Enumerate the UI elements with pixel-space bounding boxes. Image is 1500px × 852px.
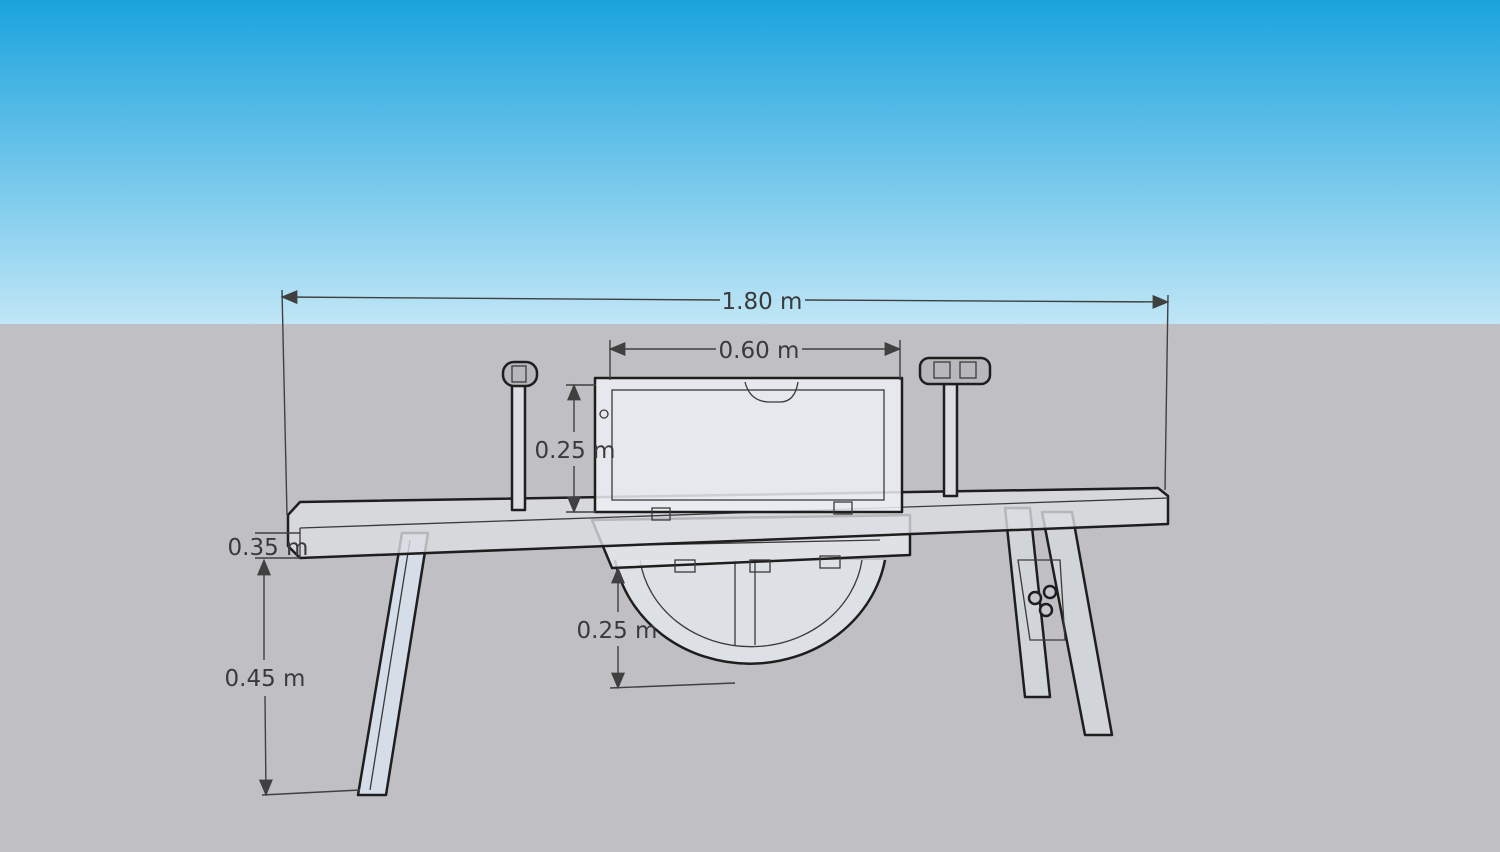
sky-background bbox=[0, 0, 1500, 324]
dimension-box-height[interactable]: 0.25 m bbox=[535, 383, 616, 514]
dimension-label: 1.80 m bbox=[722, 289, 803, 315]
right-post bbox=[918, 356, 992, 498]
left-post bbox=[501, 360, 539, 512]
dimension-label: 0.60 m bbox=[719, 338, 800, 364]
dimension-label: 0.25 m bbox=[535, 438, 616, 464]
wheel bbox=[613, 559, 887, 665]
dimension-wheel-depth[interactable]: 0.25 m bbox=[577, 566, 736, 690]
dimension-box-width[interactable]: 0.60 m bbox=[608, 338, 902, 380]
top-box bbox=[593, 376, 904, 521]
dimension-label: 0.45 m bbox=[225, 666, 306, 692]
dimension-overall-length[interactable]: 1.80 m bbox=[280, 289, 1170, 516]
dimension-label: 0.25 m bbox=[577, 618, 658, 644]
dimension-board-thickness[interactable]: 0.35 m bbox=[228, 532, 309, 561]
right-legs bbox=[1003, 506, 1114, 737]
dimension-label: 0.35 m bbox=[228, 535, 309, 561]
dimension-leg-height[interactable]: 0.45 m bbox=[225, 558, 361, 797]
